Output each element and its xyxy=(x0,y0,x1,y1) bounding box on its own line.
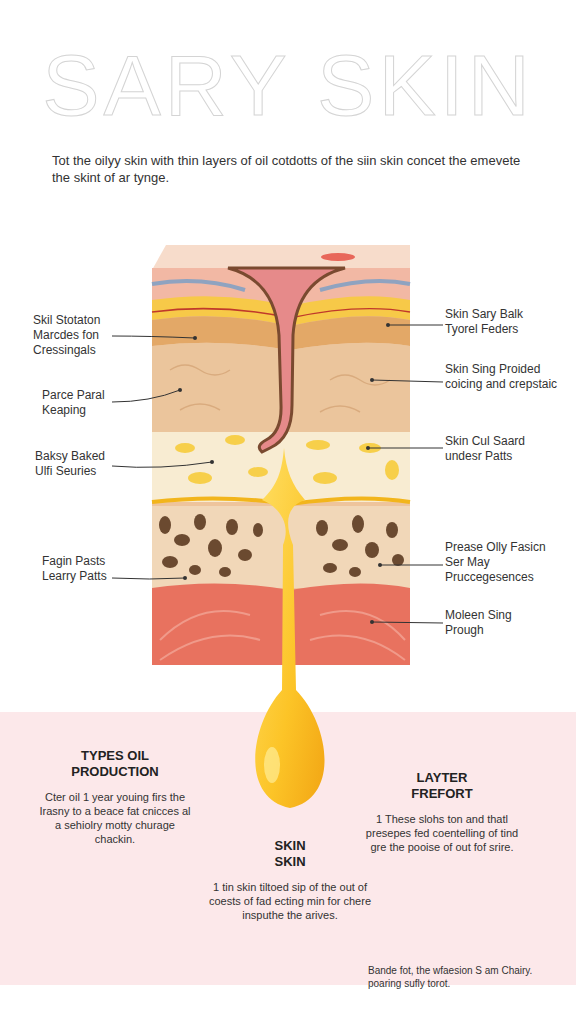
fat-layer xyxy=(152,506,410,588)
section-body: 1 tin skin tiltoed sip of the out of coe… xyxy=(205,880,375,922)
section-heading: TYPES OIL PRODUCTION xyxy=(71,748,158,780)
text-section: LAYTER FREFORT 1 These slohs ton and that… xyxy=(362,770,522,854)
top-face xyxy=(152,245,410,270)
callout-label: Skil Stotaton Marcdes fon Cressingals xyxy=(33,313,128,358)
section-body: 1 These slohs ton and thatl presepes fed… xyxy=(362,812,522,854)
text-section: TYPES OIL PRODUCTION Cter oil 1 year youi… xyxy=(35,748,195,846)
section-body: Cter oil 1 year youing firs the Irasny t… xyxy=(35,790,195,846)
leader-dots xyxy=(178,323,390,624)
pore-spot xyxy=(321,253,355,261)
callout-label: Skin Cul Saard undesr Patts xyxy=(445,434,565,464)
section-heading: LAYTER FREFORT xyxy=(411,770,472,802)
callout-label: Parce Paral Keaping xyxy=(42,388,132,418)
callout-label: Skin Sing Proided coicing and crepstaic xyxy=(445,362,560,392)
section-heading: SKIN SKIN xyxy=(274,838,305,870)
fat-cells xyxy=(159,514,404,577)
callout-label: Baksy Baked Ulfi Seuries xyxy=(35,449,125,479)
oil-drop xyxy=(255,448,324,808)
oil-highlight xyxy=(264,747,280,783)
hair-pore xyxy=(228,268,345,452)
diagram-title: SARY SKIN xyxy=(0,40,576,130)
callout-label: Moleen Sing Prough xyxy=(445,608,545,638)
callout-label: Skin Sary Balk Tyorel Feders xyxy=(445,307,555,337)
callout-label: Fagin Pasts Learry Patts xyxy=(42,554,122,584)
callout-label: Prease Olly Fasicn Ser May Pruccegesence… xyxy=(445,540,565,585)
footer-note: Bande fot, the wfaesion S am Chairy. poa… xyxy=(368,964,558,990)
block-base xyxy=(152,268,410,665)
text-section: SKIN SKIN 1 tin skin tiltoed sip of the o… xyxy=(205,838,375,922)
red-layer xyxy=(152,583,410,665)
subtitle-text: Tot the oilyy skin with thin layers of o… xyxy=(52,152,532,186)
leader-lines xyxy=(112,325,443,623)
